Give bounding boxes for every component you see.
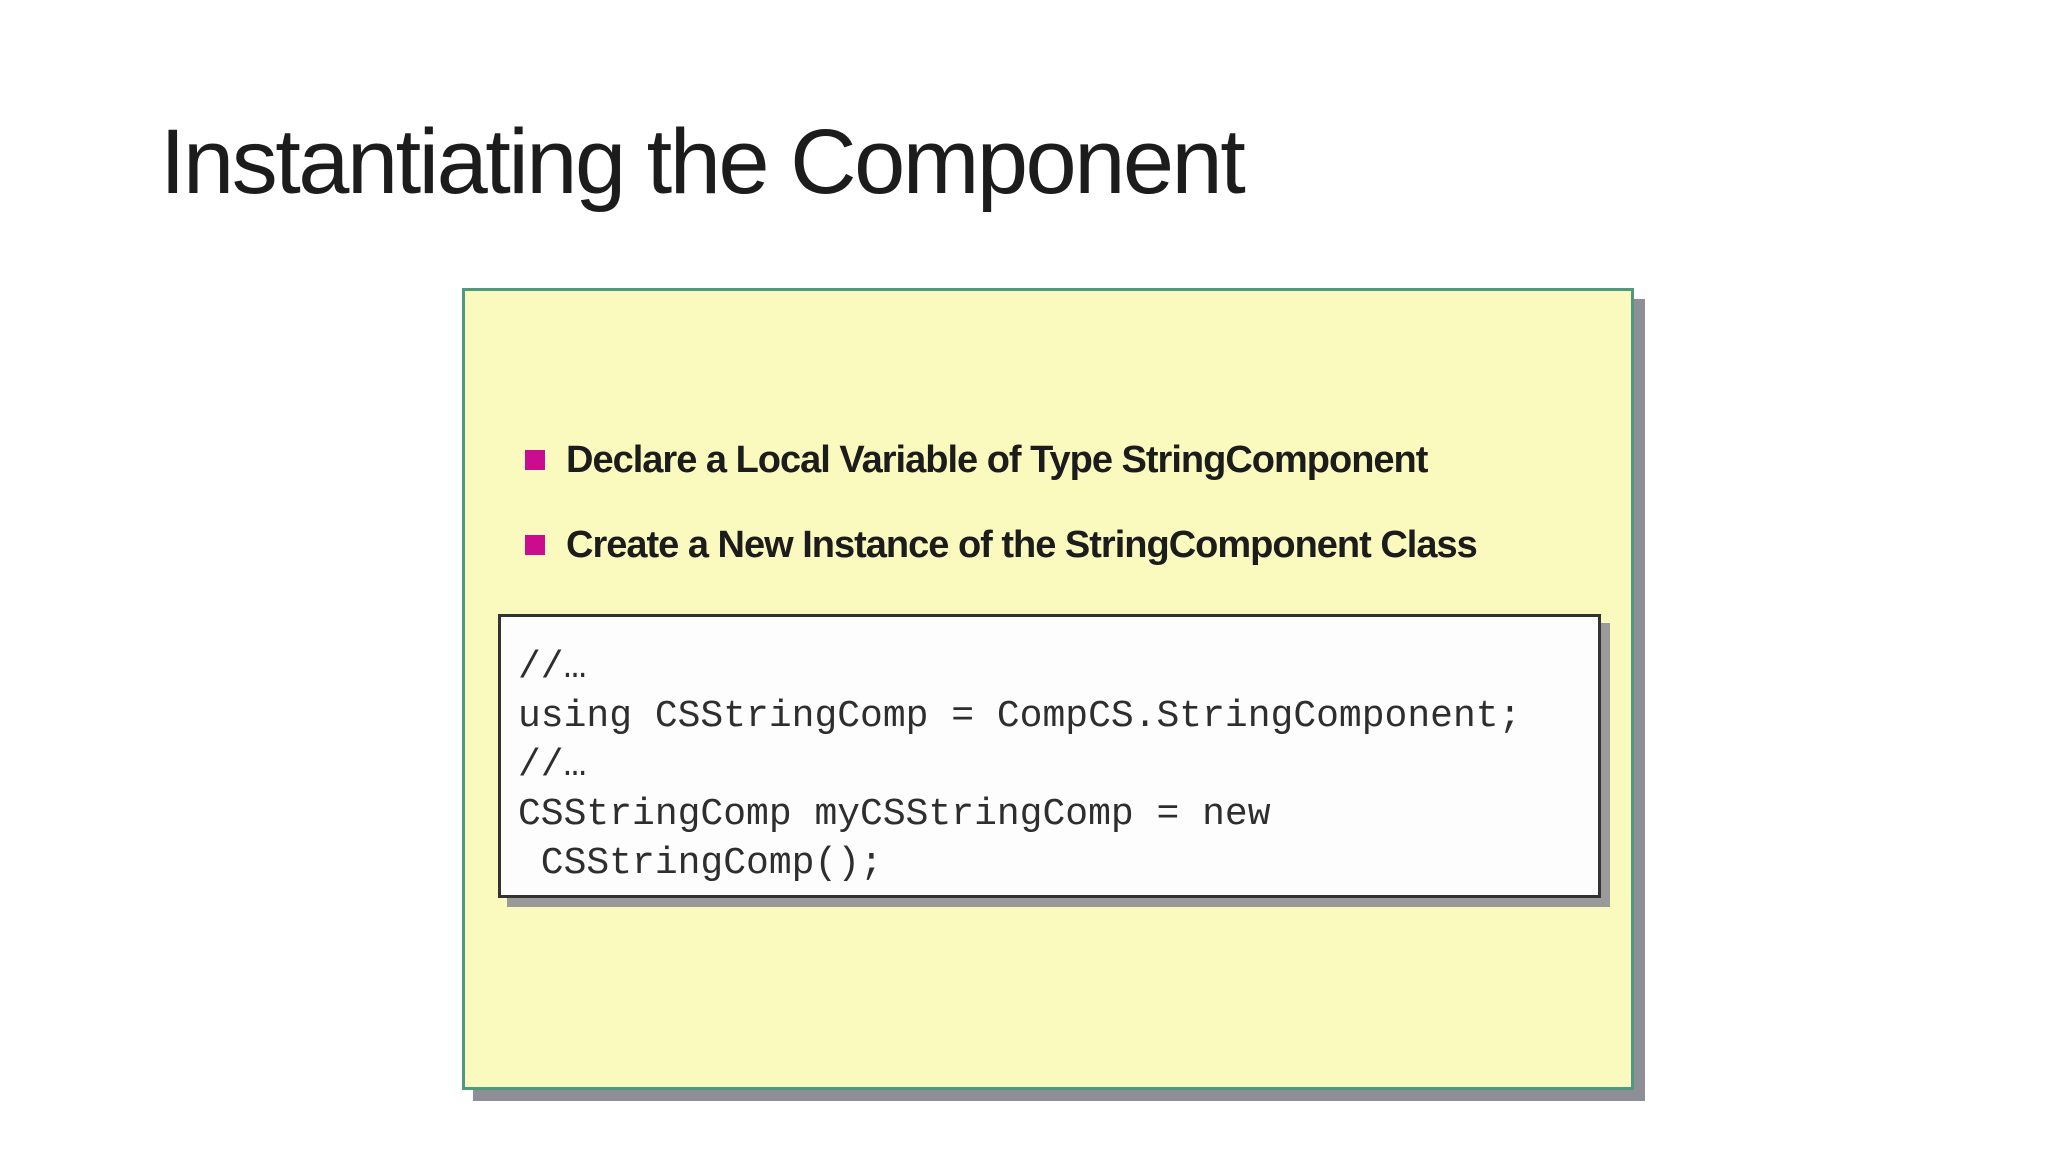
bullet-square-icon [525,450,545,470]
bullet-item: Declare a Local Variable of Type StringC… [525,432,1428,488]
bullet-label: Declare a Local Variable of Type StringC… [566,438,1428,481]
page-title: Instantiating the Component [160,111,1246,213]
code-line: CSStringComp(); [518,842,883,885]
code-line: //… [518,744,587,787]
bullet-label: Create a New Instance of the StringCompo… [566,523,1478,566]
bullet-square-icon [525,535,545,555]
code-snippet-box: //… using CSStringComp = CompCS.StringCo… [498,614,1601,898]
bullet-item: Create a New Instance of the StringCompo… [525,517,1478,573]
code-line: //… [518,646,587,689]
code-line: using CSStringComp = CompCS.StringCompon… [518,695,1522,738]
code-line: CSStringComp myCSStringComp = new [518,793,1271,836]
